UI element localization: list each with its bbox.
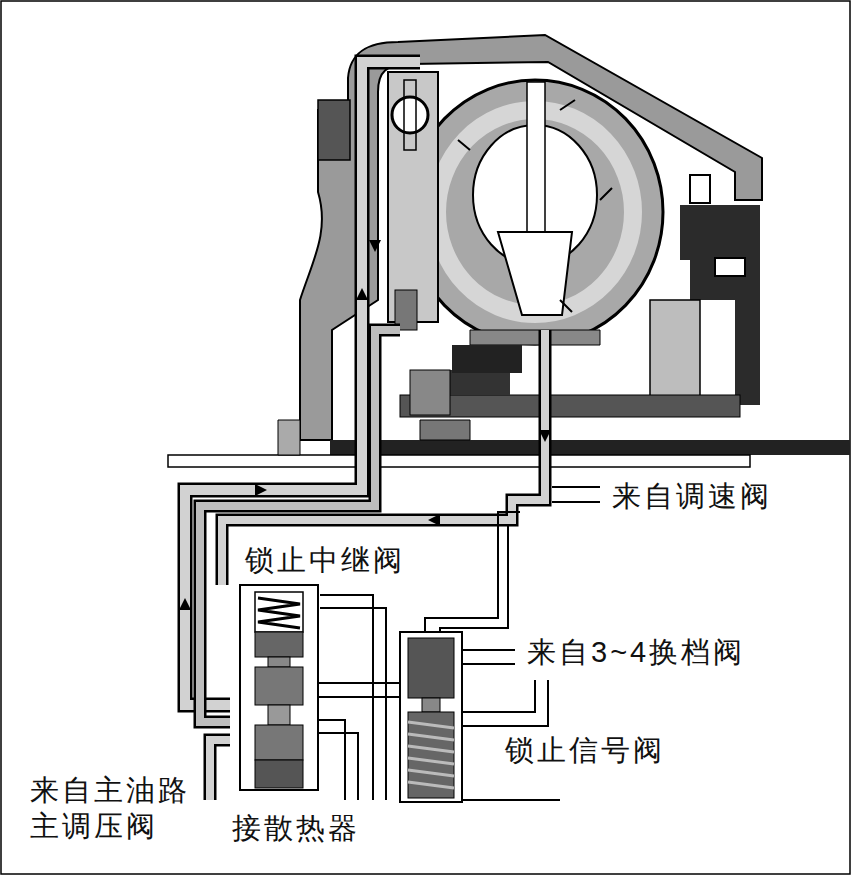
part-label: 来自3~4换档阀 bbox=[527, 634, 837, 670]
lockup-relay-valve bbox=[240, 585, 318, 790]
oil-pipes bbox=[185, 62, 600, 800]
part-label: 来自调速阀 bbox=[612, 478, 842, 514]
torus bbox=[407, 80, 663, 373]
lockup-signal-valve bbox=[400, 632, 462, 802]
part-label: 锁止信号阀 bbox=[505, 732, 745, 768]
part-label: 来自主油路 主调压阀 bbox=[30, 772, 202, 845]
part-label: 锁止中继阀 bbox=[245, 542, 445, 578]
lockup-clutch bbox=[388, 72, 450, 415]
converter-housing bbox=[168, 35, 850, 467]
flow-arrows bbox=[179, 240, 551, 610]
part-label: 接散热器 bbox=[232, 810, 452, 846]
